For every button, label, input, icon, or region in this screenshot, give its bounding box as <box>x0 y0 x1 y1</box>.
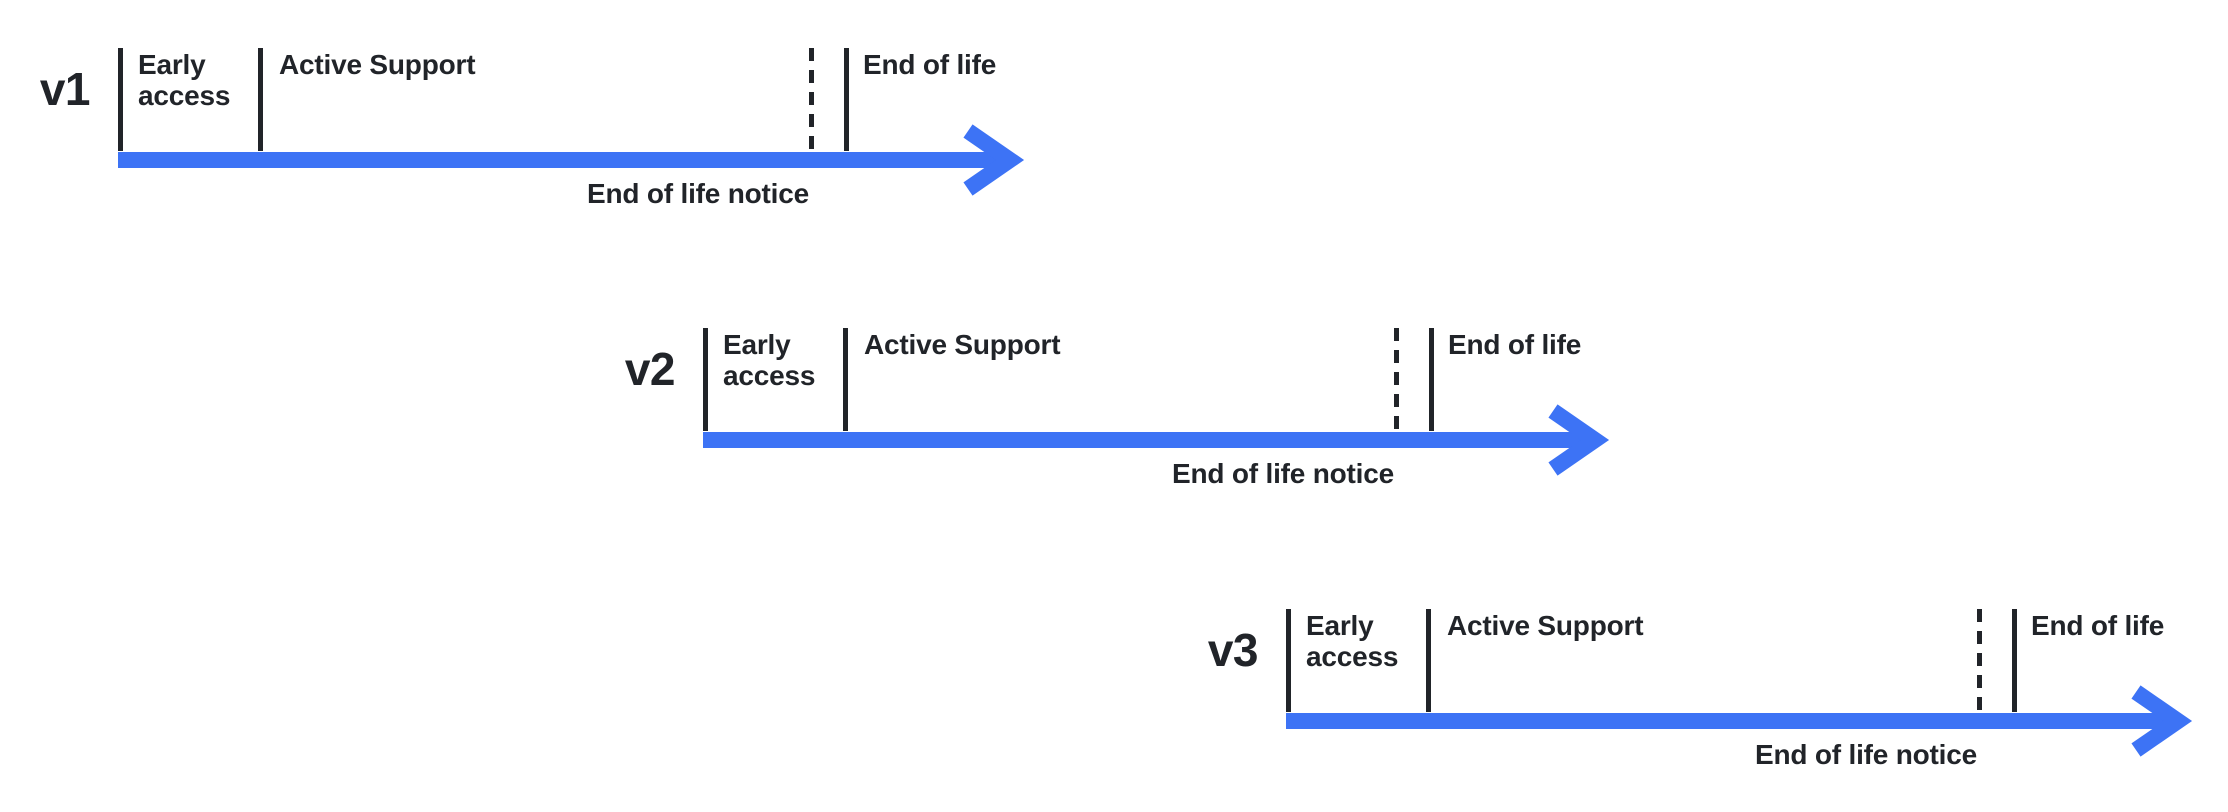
arrow-head-icon <box>963 124 1025 196</box>
end-of-life-notice-label: End of life notice <box>1755 739 1977 770</box>
arrow-head-icon <box>1548 404 1610 476</box>
arrow-head-icon <box>2131 685 2193 757</box>
end-of-life-notice-label: End of life notice <box>1172 458 1394 489</box>
early-access-start-tick <box>703 328 708 431</box>
timeline-arrow <box>703 404 1610 476</box>
end-of-life-notice-dashed-line <box>1394 328 1399 431</box>
early-access-start-tick <box>1286 609 1291 712</box>
active-support-start-tick <box>1426 609 1431 712</box>
version-label: v1 <box>39 63 91 115</box>
active-support-label: Active Support <box>864 329 1061 360</box>
active-support-label: Active Support <box>279 49 476 80</box>
end-of-life-notice-label: End of life notice <box>587 178 809 209</box>
end-of-life-label: End of life <box>1448 329 1582 360</box>
early-access-start-tick <box>118 48 123 151</box>
end-of-life-label: End of life <box>863 49 997 80</box>
early-access-label: Early access <box>723 329 816 391</box>
end-of-life-tick <box>1429 328 1434 431</box>
end-of-life-notice-dashed-line <box>1977 609 1982 712</box>
timeline-arrow <box>118 124 1025 196</box>
active-support-start-tick <box>258 48 263 151</box>
end-of-life-notice-dashed-line <box>809 48 814 151</box>
version-label: v3 <box>1207 624 1259 676</box>
early-access-label: Early access <box>1306 610 1399 672</box>
end-of-life-tick <box>844 48 849 151</box>
end-of-life-label: End of life <box>2031 610 2165 641</box>
version-label: v2 <box>624 343 676 395</box>
active-support-label: Active Support <box>1447 610 1644 641</box>
timeline-arrow <box>1286 685 2193 757</box>
early-access-label: Early access <box>138 49 231 111</box>
active-support-start-tick <box>843 328 848 431</box>
end-of-life-tick <box>2012 609 2017 712</box>
